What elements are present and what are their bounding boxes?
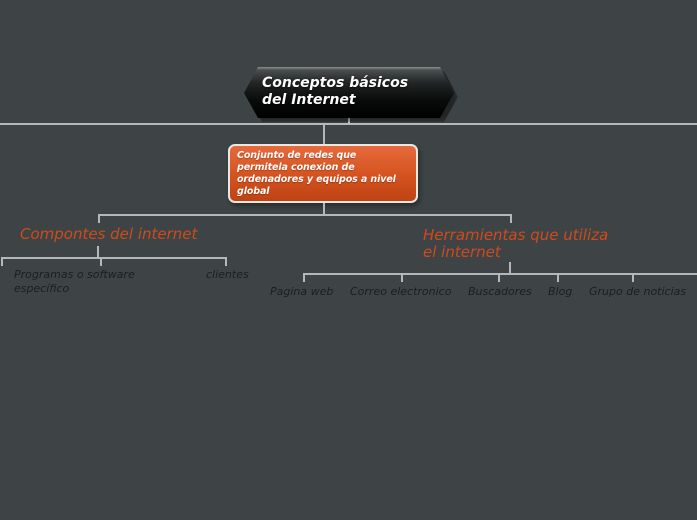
definition-label: Conjunto de redes que permitela conexion… <box>237 150 396 197</box>
connector-herramientas-children-line <box>303 273 697 275</box>
connector-tick-right-branch <box>510 214 512 223</box>
connector-componentes-children-line <box>1 257 227 259</box>
main-topic-label: Conceptos básicos del Internet <box>262 75 409 108</box>
connector-tick <box>1 257 3 266</box>
connector-tick <box>632 273 634 282</box>
connector-tick <box>100 257 102 266</box>
connector-branch-line <box>98 214 512 216</box>
connector-herramientas-drop <box>509 262 511 274</box>
connector-main-node-stub <box>348 116 350 123</box>
connector-tick <box>401 273 403 282</box>
child-topic-buscadores[interactable]: Buscadores <box>468 285 532 298</box>
connector-to-definition <box>323 125 325 145</box>
child-topic-correo-electronico[interactable]: Correo electronico <box>350 285 452 298</box>
child-topic-programas[interactable]: Programas o software específico <box>14 268 135 295</box>
definition-node[interactable]: Conjunto de redes que permitela conexion… <box>228 144 418 203</box>
child-topic-clientes[interactable]: clientes <box>206 268 249 281</box>
connector-definition-drop <box>323 203 325 215</box>
connector-top-line <box>0 123 697 125</box>
connector-tick <box>498 273 500 282</box>
connector-componentes-drop <box>97 246 99 257</box>
child-topic-pagina-web[interactable]: Pagina web <box>270 285 334 298</box>
main-topic-node[interactable]: Conceptos básicos del Internet <box>244 67 454 118</box>
child-topic-grupo-noticias[interactable]: Grupo de noticias <box>589 285 687 298</box>
branch-title-herramientas[interactable]: Herramientas que utiliza el internet <box>423 226 609 261</box>
connector-tick <box>303 273 305 282</box>
connector-tick <box>557 273 559 282</box>
branch-title-componentes[interactable]: Compontes del internet <box>20 225 198 243</box>
child-topic-blog[interactable]: Blog <box>548 285 573 298</box>
connector-tick-left-branch <box>98 214 100 223</box>
connector-tick <box>225 257 227 266</box>
